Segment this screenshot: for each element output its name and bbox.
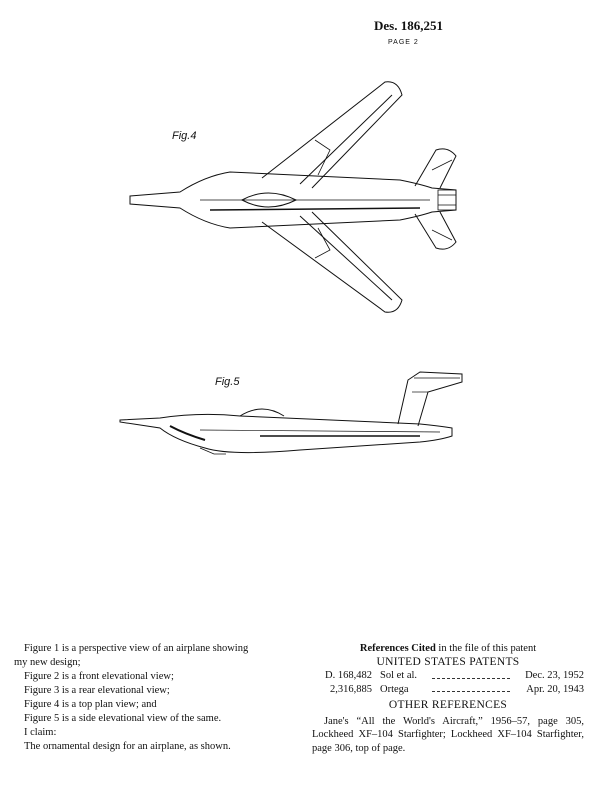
patent-row: 2,316,885 Ortega Apr. 20, 1943 <box>312 683 584 697</box>
desc-line-1: Figure 1 is a perspective view of an air… <box>24 643 249 654</box>
fig4-label: Fig.4 <box>172 130 197 142</box>
patent-number: Des. 186,251 <box>374 18 443 33</box>
claim-intro: I claim: <box>24 727 57 738</box>
patent-number-cell: 2,316,885 <box>330 683 372 695</box>
patent-date-cell: Dec. 23, 1952 <box>525 670 584 681</box>
references-column: References Cited in the file of this pat… <box>312 642 584 755</box>
us-patents-title: UNITED STATES PATENTS <box>376 655 520 668</box>
desc-line-3: Figure 3 is a rear elevational view; <box>24 685 170 696</box>
desc-line-5: Figure 5 is a side elevational view of t… <box>24 713 222 724</box>
other-references-text: Jane's “All the World's Aircraft,” 1956–… <box>312 715 584 754</box>
desc-line-1b: my new design; <box>14 657 81 668</box>
desc-line-2: Figure 2 is a front elevational view; <box>24 671 174 682</box>
references-heading: References Cited in the file of this pat… <box>312 642 584 656</box>
references-heading-bold: References Cited <box>359 643 436 654</box>
references-heading-rest: in the file of this patent <box>435 643 537 654</box>
patent-date-cell: Apr. 20, 1943 <box>526 683 584 695</box>
patent-name-cell: Ortega <box>380 683 409 695</box>
patent-row: D. 168,482 Sol et al. Dec. 23, 1952 <box>312 669 584 683</box>
leader-dots <box>432 683 510 692</box>
patent-name-cell: Sol et al. <box>380 670 418 681</box>
patent-number-cell: D. 168,482 <box>325 670 372 681</box>
leader-dots <box>432 669 510 679</box>
claim-text: The ornamental design for an airplane, a… <box>24 741 231 752</box>
other-references-title: OTHER REFERENCES <box>388 699 508 711</box>
fig5-label: Fig.5 <box>215 376 240 388</box>
description-column: Figure 1 is a perspective view of an air… <box>14 642 299 754</box>
desc-line-4: Figure 4 is a top plan view; and <box>24 699 157 710</box>
page-number: PAGE 2 <box>388 39 419 46</box>
